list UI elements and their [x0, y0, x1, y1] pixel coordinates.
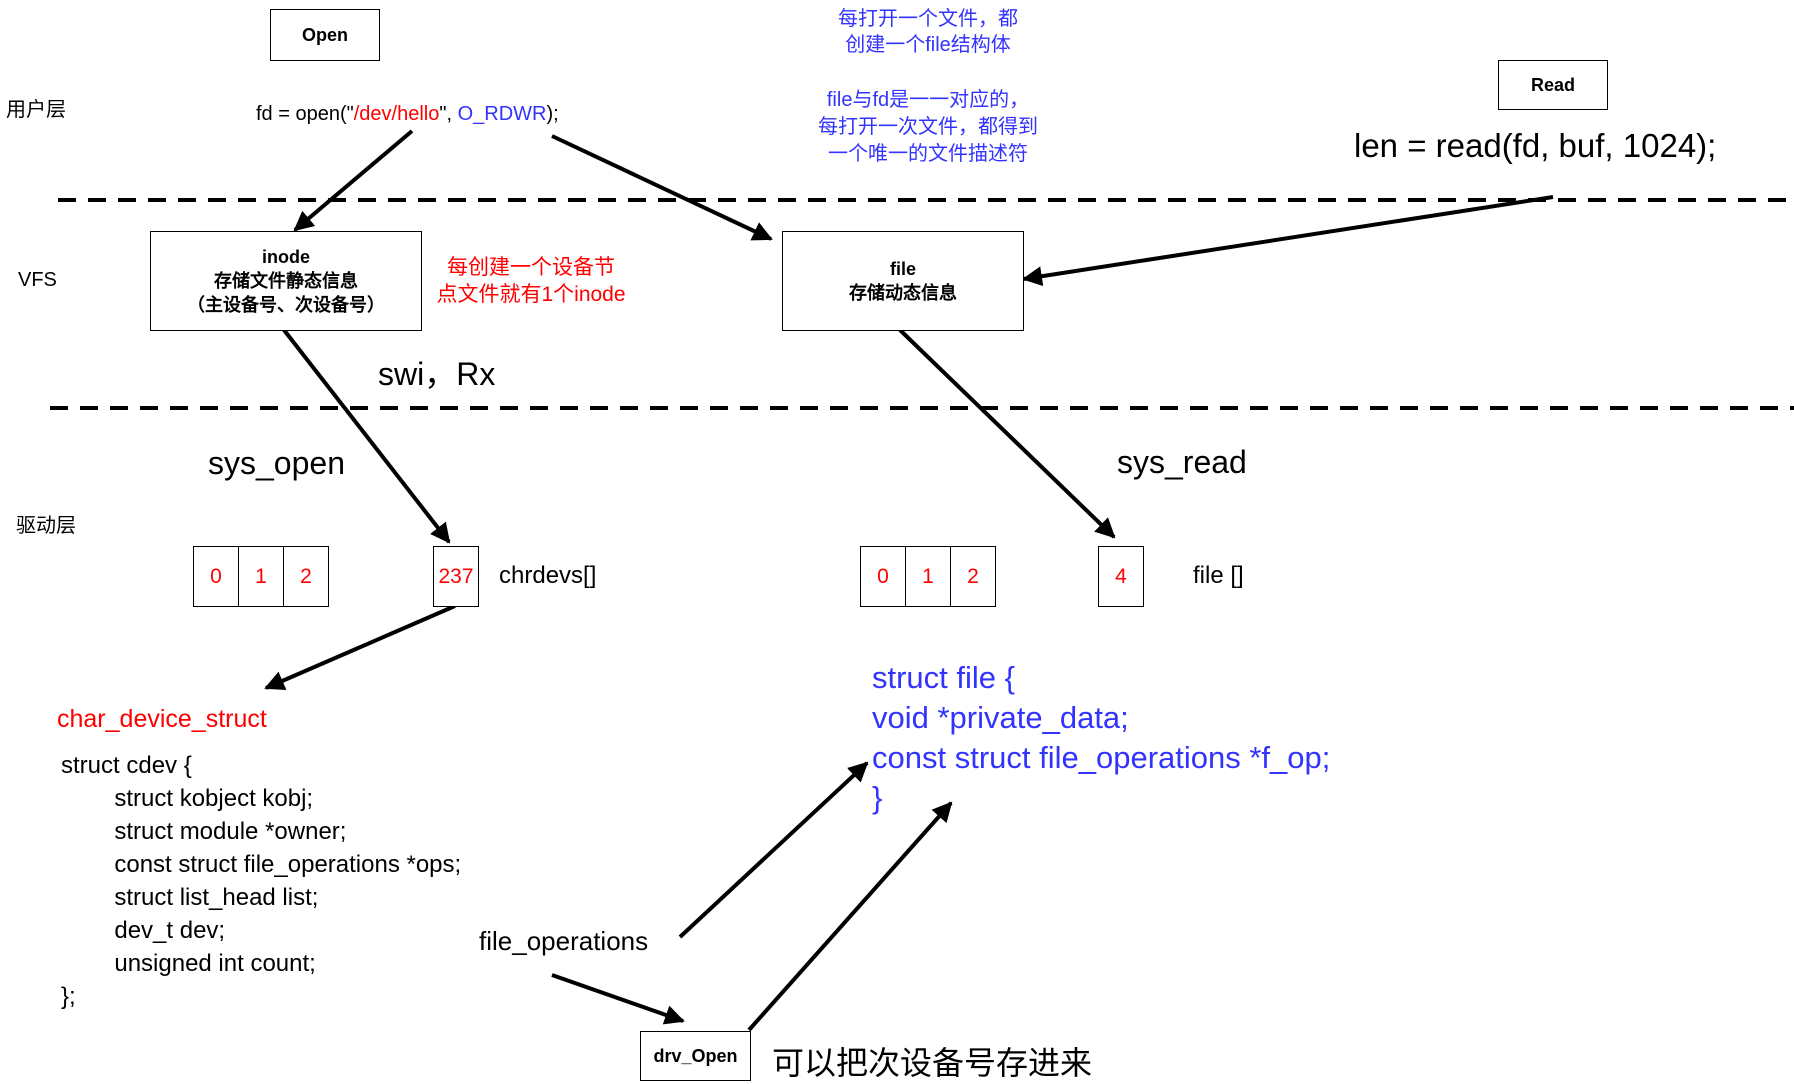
sys-read-label: sys_read	[1117, 444, 1247, 480]
cdev-code-line: };	[61, 983, 76, 1010]
file-struct-code-line: struct file {	[872, 660, 1015, 695]
cdev-code-line: struct kobject kobj;	[61, 785, 314, 812]
chrdevs-label: chrdevs[]	[499, 562, 597, 589]
note-inode-line1: 每创建一个设备节	[447, 256, 615, 279]
note-inode: 每创建一个设备节 点文件就有1个inode	[425, 254, 637, 308]
cdev-code-block: struct cdev { struct kobject kobj; struc…	[61, 749, 461, 1013]
note-file-struct-line2: 创建一个file结构体	[845, 34, 1011, 56]
read-box: Read	[1498, 60, 1608, 110]
file-box-title: file	[889, 259, 916, 279]
swi-label: swi，Rx	[378, 356, 496, 392]
char-device-struct-label: char_device_struct	[57, 705, 267, 733]
open-call-flag: O_RDWR	[457, 103, 547, 125]
open-call-middle: ",	[439, 103, 458, 125]
cdev-code-line: unsigned int count;	[61, 950, 316, 977]
file-array-cell-0: 0	[860, 546, 906, 607]
arrow-drvopen-to-fop	[747, 801, 953, 1032]
layer-label-vfs: VFS	[18, 269, 57, 291]
layer-label-driver: 驱动层	[16, 515, 76, 537]
open-call-prefix: fd = open("	[256, 103, 354, 125]
open-box-label: Open	[301, 24, 348, 45]
chrdevs-cell-1: 1	[238, 546, 284, 607]
file-box-line1: 存储动态信息	[849, 283, 957, 303]
note-inode-line2: 点文件就有1个inode	[436, 283, 626, 306]
open-call-suffix: );	[546, 103, 559, 125]
arrow-fops-to-private	[678, 761, 869, 939]
file-struct-code-line: const struct file_operations *f_op;	[872, 740, 1331, 775]
arrow-open-to-file	[551, 134, 773, 241]
file-operations-label: file_operations	[479, 926, 649, 956]
sys-open-label: sys_open	[208, 445, 345, 481]
drv-open-box: drv_Open	[640, 1031, 751, 1081]
minor-number-note: 可以把次设备号存进来	[772, 1045, 1093, 1081]
file-array-cell-1: 1	[905, 546, 951, 607]
cdev-code-line: struct list_head list;	[61, 884, 319, 911]
chrdevs-cell-2: 2	[283, 546, 329, 607]
note-file-struct: 每打开一个文件，都 创建一个file结构体	[818, 6, 1038, 58]
note-fd: file与fd是一一对应的， 每打开一次文件，都得到 一个唯一的文件描述符	[788, 87, 1068, 168]
note-fd-line3: 一个唯一的文件描述符	[828, 143, 1028, 165]
open-call-path: /dev/hello	[353, 103, 440, 125]
inode-box-line1: 存储文件静态信息	[214, 271, 358, 291]
chrdevs-cell-237: 237	[433, 546, 479, 607]
note-file-struct-line1: 每打开一个文件，都	[838, 8, 1018, 30]
open-call: fd = open("/dev/hello", O_RDWR);	[256, 103, 559, 126]
arrow-read-to-file	[1022, 195, 1554, 287]
inode-box-title: inode	[262, 247, 310, 267]
cdev-code-line: struct module *owner;	[61, 818, 347, 845]
file-struct-code-line: void *private_data;	[872, 700, 1129, 735]
file-struct-code-block: struct file { void *private_data; const …	[872, 658, 1330, 818]
arrow-inode-to-chrdevs	[282, 328, 451, 544]
read-call: len = read(fd, buf, 1024);	[1354, 127, 1717, 164]
file-box: file 存储动态信息	[782, 231, 1024, 331]
chrdevs-cell-0: 0	[193, 546, 239, 607]
arrow-chrdevs-to-struct	[264, 604, 456, 691]
file-array-label: file []	[1193, 562, 1244, 589]
inode-box: inode 存储文件静态信息 （主设备号、次设备号）	[150, 231, 422, 331]
arrow-fops-to-drvopen	[551, 973, 685, 1025]
open-box: Open	[270, 9, 380, 61]
file-array-cell-2: 2	[950, 546, 996, 607]
file-array-cell-4: 4	[1098, 546, 1144, 607]
cdev-code-line: const struct file_operations *ops;	[61, 851, 462, 878]
arrow-file-to-file-array	[898, 328, 1116, 539]
cdev-code-line: dev_t dev;	[61, 917, 226, 944]
read-box-label: Read	[1530, 74, 1575, 95]
cdev-code-line: struct cdev {	[61, 752, 192, 779]
drv-open-box-label: drv_Open	[653, 1045, 738, 1066]
arrow-open-to-inode	[293, 129, 414, 232]
inode-box-line2: （主设备号、次设备号）	[187, 295, 385, 315]
file-struct-code-line: }	[872, 780, 883, 815]
note-fd-line1: file与fd是一一对应的，	[826, 89, 1030, 111]
note-fd-line2: 每打开一次文件，都得到	[818, 116, 1038, 138]
layer-label-user: 用户层	[6, 99, 66, 121]
